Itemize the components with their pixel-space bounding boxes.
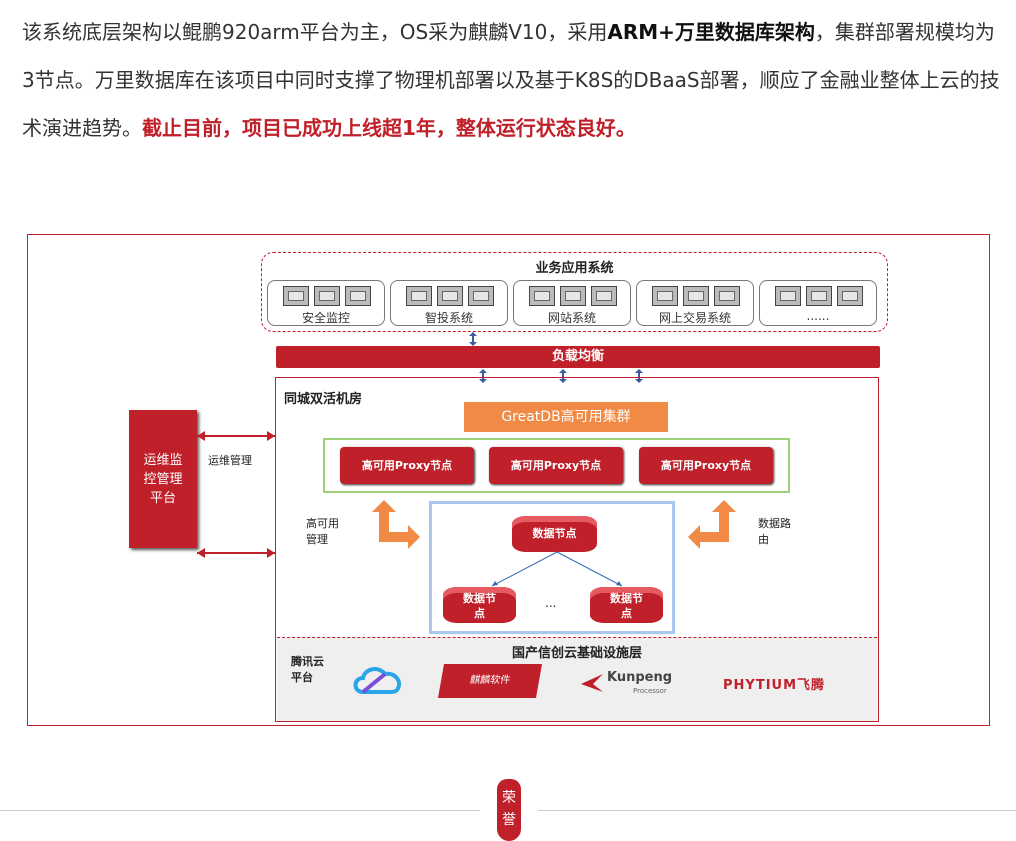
apps-title: 业务应用系统 xyxy=(535,261,614,276)
ha-management-arrow-icon xyxy=(372,500,420,549)
arrow-right-icon xyxy=(267,431,275,441)
server-icon xyxy=(652,286,678,306)
data-routing-label: 数据路 由 xyxy=(758,517,791,546)
app-label: 安全监控 xyxy=(301,311,350,325)
updown-arrow-icon xyxy=(469,332,477,346)
app-label: 网站系统 xyxy=(547,311,596,325)
footer-divider-left xyxy=(0,810,480,811)
server-icon xyxy=(345,286,371,306)
greatdb-cluster-title: GreatDB高可用集群 xyxy=(464,402,668,432)
ops-monitor-platform: 运维监控管理平台 xyxy=(129,410,197,548)
arrow-left-icon xyxy=(197,431,205,441)
kunpeng-text: Kunpeng xyxy=(607,670,673,685)
server-icon xyxy=(806,286,832,306)
dual-active-datacenter: 同城双活机房 GreatDB高可用集群 高可用Proxy节点 高可用Proxy节… xyxy=(275,377,879,722)
footer-divider-right xyxy=(538,810,1016,811)
para-part1: 该系统底层架构以鲲鹏920arm平台为主，OS采为麒麟V10，采用 xyxy=(22,20,608,44)
ha-management-label: 高可用 管理 xyxy=(306,517,339,546)
phytium-logo: PHYTIUM飞腾 xyxy=(723,678,826,693)
server-icon xyxy=(591,286,617,306)
server-icon xyxy=(775,286,801,306)
load-balancer: 负载均衡 xyxy=(276,346,880,368)
kunpeng-subtext: Processor xyxy=(633,687,667,695)
kylin-logo: 麒麟软件 xyxy=(438,664,542,698)
data-node-replica: 数据节 点 xyxy=(590,587,663,623)
proxy-node: 高可用Proxy节点 xyxy=(340,447,474,484)
server-icon xyxy=(683,286,709,306)
data-routing-arrow-icon xyxy=(688,500,736,549)
para-bold: ARM+万里数据库架构 xyxy=(607,20,815,44)
kunpeng-logo: Kunpeng Processor xyxy=(579,668,689,698)
server-icon xyxy=(560,286,586,306)
app-label: 网上交易系统 xyxy=(658,311,731,325)
arrow-right-icon xyxy=(267,548,275,558)
proxy-nodes-group: 高可用Proxy节点 高可用Proxy节点 高可用Proxy节点 xyxy=(323,438,790,493)
server-icon xyxy=(529,286,555,306)
intro-paragraph: 该系统底层架构以鲲鹏920arm平台为主，OS采为麒麟V10，采用ARM+万里数… xyxy=(22,8,1002,152)
data-node-primary: 数据节点 xyxy=(512,516,597,552)
infra-title: 国产信创云基础设施层 xyxy=(511,646,642,661)
data-node-replica: 数据节 点 xyxy=(443,587,516,623)
app-more: ...... xyxy=(759,280,877,326)
honor-seal: 荣誉 xyxy=(497,779,521,841)
app-label: ...... xyxy=(806,309,830,323)
server-icon xyxy=(283,286,309,306)
proxy-node: 高可用Proxy节点 xyxy=(489,447,623,484)
datacenter-title: 同城双活机房 xyxy=(284,392,363,407)
tencent-cloud-logo-icon xyxy=(353,667,402,694)
app-security-monitor: 安全监控 xyxy=(267,280,385,326)
ops-link-label: 运维管理 xyxy=(208,454,252,467)
infrastructure-layer: 国产信创云基础设施层 腾讯云 平台 麒麟软件 Kunpeng Processor… xyxy=(277,637,877,721)
server-icon xyxy=(314,286,340,306)
app-label: 智投系统 xyxy=(424,311,473,325)
ops-link-bottom xyxy=(197,552,275,554)
architecture-diagram: 业务应用系统 安全监控 智投系统 网站系统 网上交易系统 xyxy=(27,234,990,726)
updown-arrow-icon xyxy=(479,369,487,383)
cloud-platform-label: 腾讯云 平台 xyxy=(291,655,324,684)
app-smart-invest: 智投系统 xyxy=(390,280,508,326)
ellipsis: ... xyxy=(545,596,557,610)
arrow-left-icon xyxy=(197,548,205,558)
proxy-node: 高可用Proxy节点 xyxy=(639,447,773,484)
updown-arrow-icon xyxy=(559,369,567,383)
para-highlight: 截止目前，项目已成功上线超1年，整体运行状态良好。 xyxy=(142,116,636,140)
server-icon xyxy=(406,286,432,306)
ops-platform-label: 运维监控管理平台 xyxy=(143,452,183,506)
para-part2: ，集群部署规模均为3节点。万里数据库在该项目中同时支撑了物理机部署以及基于K8S… xyxy=(22,20,1000,140)
replication-lines xyxy=(491,551,623,587)
business-apps-group: 业务应用系统 安全监控 智投系统 网站系统 网上交易系统 xyxy=(261,252,888,332)
server-icon xyxy=(714,286,740,306)
server-icon xyxy=(437,286,463,306)
app-website: 网站系统 xyxy=(513,280,631,326)
app-online-trading: 网上交易系统 xyxy=(636,280,754,326)
server-icon xyxy=(468,286,494,306)
server-icon xyxy=(837,286,863,306)
data-nodes-group: 数据节点 数据节 点 ... 数据节 点 xyxy=(429,501,675,634)
updown-arrow-icon xyxy=(635,369,643,383)
ops-link-top xyxy=(197,435,275,437)
kylin-logo-text: 麒麟软件 xyxy=(469,675,512,686)
kunpeng-bird-icon xyxy=(581,674,603,692)
seal-text: 荣誉 xyxy=(502,790,516,828)
